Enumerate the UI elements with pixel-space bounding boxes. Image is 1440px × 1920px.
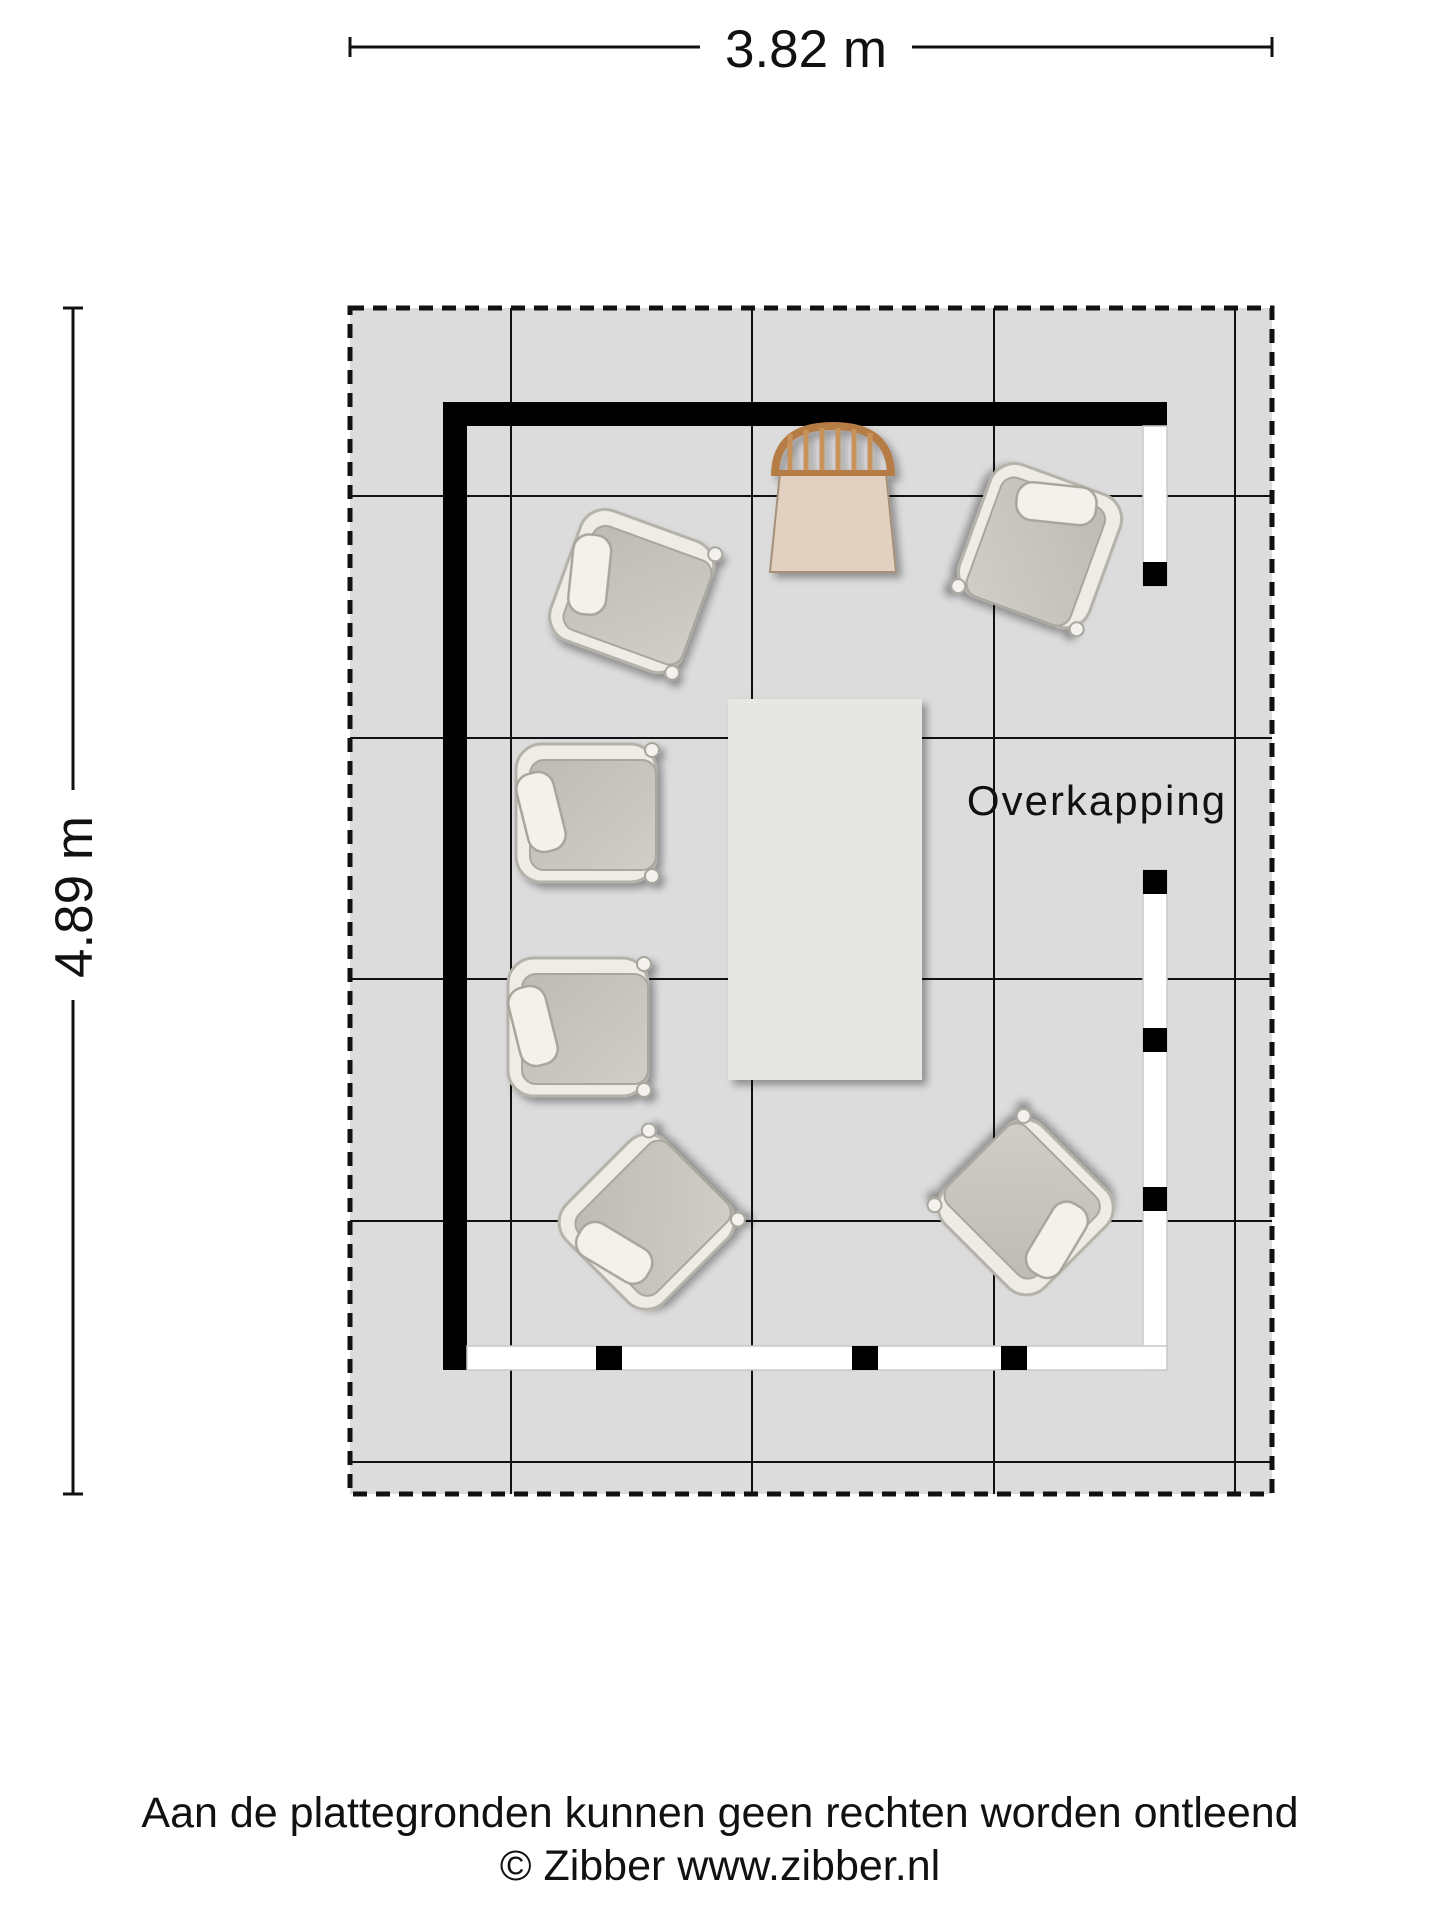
- right-window-lower: [1142, 869, 1168, 1371]
- walls: [443, 402, 1168, 1371]
- right-post-upper: [1143, 562, 1167, 586]
- armchair-left-upper: [511, 741, 661, 885]
- bottom-window: [466, 1345, 1168, 1371]
- width-dimension: 3.82 m: [348, 15, 1274, 79]
- height-dimension-label: 4.89 m: [45, 816, 104, 978]
- room-label: Overkapping: [967, 777, 1227, 824]
- wooden-chair: [768, 421, 898, 573]
- right-post-1: [1143, 870, 1167, 894]
- bottom-post-1: [596, 1346, 622, 1370]
- disclaimer-text: Aan de plattegronden kunnen geen rechten…: [141, 1789, 1299, 1837]
- bottom-post-2: [852, 1346, 878, 1370]
- armchair-left-lower: [503, 955, 653, 1099]
- top-wall: [443, 402, 1167, 426]
- right-post-3: [1143, 1187, 1167, 1211]
- width-dimension-label: 3.82 m: [725, 20, 887, 79]
- bottom-post-3: [1001, 1346, 1027, 1370]
- height-dimension: 4.89 m: [45, 306, 105, 1496]
- right-post-2: [1143, 1028, 1167, 1052]
- dining-table: [728, 699, 922, 1080]
- left-wall: [443, 402, 467, 1370]
- copyright-text: © Zibber www.zibber.nl: [499, 1842, 941, 1890]
